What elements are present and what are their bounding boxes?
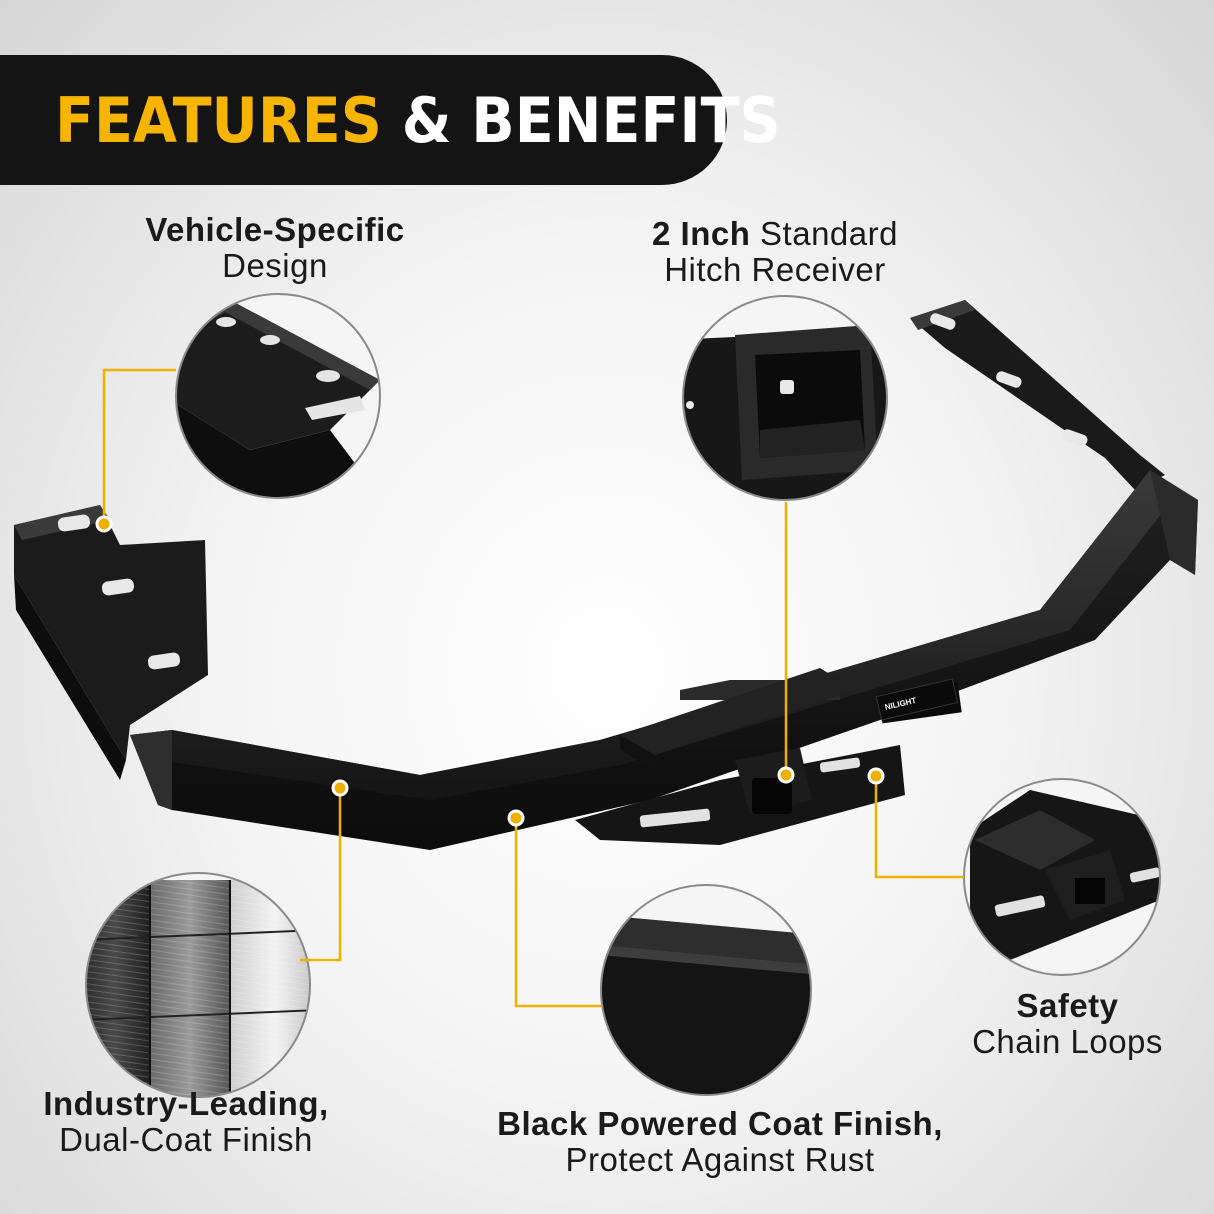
feature-powder-coat: Black Powered Coat Finish, Protect Again…	[475, 1106, 965, 1178]
callout-dot-dual-coat	[331, 779, 349, 797]
feature-vehicle-specific-subtitle: Design	[222, 247, 328, 284]
feature-safety-subtitle: Chain Loops	[972, 1023, 1163, 1060]
feature-receiver-title: 2 Inch	[652, 215, 751, 252]
feature-industry-title: Industry-Leading,	[43, 1085, 329, 1122]
banner-highlight: FEATURES	[55, 83, 382, 157]
callout-dot-chain-loops	[867, 767, 885, 785]
feature-powder-coat-title: Black Powered Coat Finish,	[497, 1105, 943, 1142]
feature-receiver: 2 Inch Standard Hitch Receiver	[640, 216, 910, 288]
callout-line-chain-loops	[874, 778, 964, 879]
feature-safety-title: Safety	[1016, 987, 1119, 1024]
callout-dot-powder-coat	[507, 809, 525, 827]
callout-lines	[102, 368, 964, 1008]
feature-vehicle-specific: Vehicle-Specific Design	[135, 212, 415, 284]
banner-title: FEATURES & BENEFITS	[55, 84, 781, 157]
callout-line-powder-coat	[514, 817, 601, 1008]
zoom-dual-coat-detail	[85, 872, 311, 1098]
zoom-chain-loops-detail	[963, 778, 1161, 976]
callout-line-dual-coat	[300, 787, 342, 962]
banner-rest: & BENEFITS	[401, 83, 781, 157]
right-mounting-bracket	[910, 300, 1165, 490]
feature-industry: Industry-Leading, Dual-Coat Finish	[28, 1086, 344, 1158]
zoom-powder-coat-detail	[600, 884, 812, 1096]
feature-receiver-inline: Standard	[760, 215, 898, 252]
feature-vehicle-specific-title: Vehicle-Specific	[145, 211, 405, 248]
feature-safety: Safety Chain Loops	[960, 988, 1175, 1060]
feature-receiver-subtitle: Hitch Receiver	[664, 251, 886, 288]
callout-dot-receiver	[777, 766, 795, 784]
feature-powder-coat-subtitle: Protect Against Rust	[565, 1141, 875, 1178]
zoom-receiver-detail	[682, 295, 888, 501]
title-banner: FEATURES & BENEFITS	[0, 55, 781, 185]
left-mounting-bracket	[14, 505, 208, 780]
callout-dots	[95, 515, 885, 827]
zoom-bracket-detail	[175, 293, 381, 499]
callout-dot-bracket	[95, 515, 113, 533]
feature-industry-subtitle: Dual-Coat Finish	[59, 1121, 313, 1158]
brand-label: NILIGHT	[875, 678, 959, 721]
callout-line-bracket	[102, 368, 176, 522]
